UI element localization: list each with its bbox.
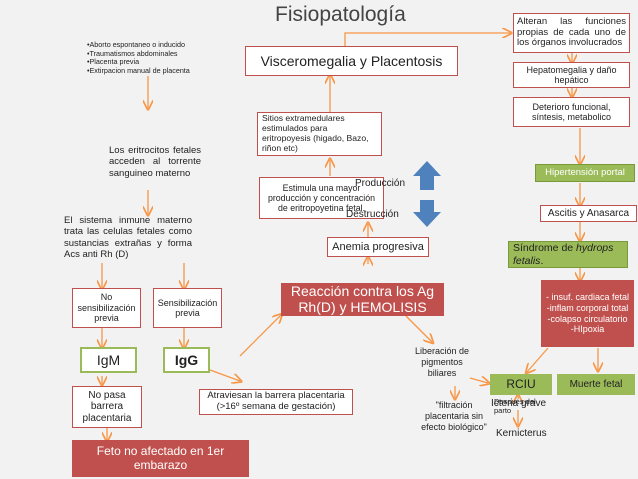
node-feto: Feto no afectado en 1er embarazo — [72, 440, 249, 477]
destruccion-down-icon — [413, 200, 441, 227]
node-sitios: Sitios extramedulares estimulados para e… — [257, 112, 382, 156]
node-ascitis: Ascitis y Anasarca — [540, 205, 637, 222]
arrow-atraviesan-reaccion — [239, 315, 281, 357]
node-sindrome: Síndrome de hydrops fetalis. — [508, 241, 628, 268]
insuf-item: - insuf. cardiaca fetal — [545, 291, 630, 302]
node-no-sensibilizacion: No sensibilización previa — [72, 288, 141, 328]
node-sensibilizacion: Sensibilización previa — [153, 288, 222, 328]
insuf-item: -inflam corporal total — [546, 302, 629, 313]
node-no-pasa: No pasa barrera placentaria — [72, 386, 142, 428]
cause-item: •Aborto espontaneo o inducido — [87, 40, 186, 49]
cause-item: •Traumatismos abdominales — [87, 48, 178, 58]
arrow-igg-atraviesan — [209, 369, 240, 381]
arrow-insuf-rciu — [527, 347, 549, 372]
node-igm: IgM — [80, 347, 137, 373]
node-eritrocitos: Los eritrocitos fetales acceden al torre… — [109, 145, 201, 179]
node-visceromegalia: Visceromegalia y Placentosis — [245, 46, 458, 76]
node-muerte: Muerte fetal — [557, 374, 635, 395]
node-reaccion: Reacción contra los Ag Rh(D) y HEMOLISIS — [281, 283, 444, 316]
insuf-item: -colapso circulatorio — [547, 313, 628, 324]
node-igg: IgG — [163, 347, 210, 373]
page-title: Fisiopatología — [275, 3, 406, 26]
cause-item: •Extirpacion manual de placenta — [87, 65, 190, 75]
arrow-visceromegalia-alteran — [344, 33, 510, 47]
node-ictericia: Icteria grave — [491, 398, 547, 409]
node-anemia: Anemia progresiva — [327, 237, 429, 257]
node-rciu: RCIU — [490, 374, 552, 395]
label-despues: Después del parto — [494, 397, 536, 415]
insuf-item: -HIpoxia — [570, 324, 605, 335]
node-hipertension: Hipertensión portal — [535, 164, 635, 182]
arrow-reaccion-liberacion — [405, 315, 432, 342]
sindrome-italic: hydrops fetalis — [513, 242, 614, 267]
node-alteran: Alteran las funciones propias de cada un… — [513, 13, 630, 53]
node-liberacion: Liberación de pigmentos biliares — [414, 346, 470, 378]
node-hepatomegalia: Hepatomegalia y daño hepático — [513, 62, 630, 88]
node-kernicterus: Kernicterus — [496, 428, 547, 439]
node-insuf: - insuf. cardiaca fetal -inflam corporal… — [541, 280, 634, 347]
node-sistema: El sistema inmune materno trata las celu… — [64, 215, 192, 261]
label-produccion: Producción — [355, 178, 406, 189]
node-estimula: Estimula una mayor producción y concentr… — [259, 177, 384, 219]
causes-list: •Aborto espontaneo o inducido •Traumatis… — [87, 40, 207, 76]
node-atraviesan: Atraviesan la barrera placentaria (>16º … — [199, 389, 353, 415]
sindrome-text: Síndrome de — [513, 242, 577, 255]
cause-item: •Placenta previa — [87, 57, 140, 67]
node-filtracion: "filtración placentaria sin efecto bioló… — [421, 400, 487, 432]
node-deterioro: Deterioro funcional, síntesis, metabolic… — [513, 97, 630, 127]
produccion-up-icon — [413, 161, 441, 190]
sindrome-end: . — [540, 254, 544, 267]
label-destruccion: Destrucción — [346, 209, 399, 220]
arrow-liberacion-rciu — [469, 378, 488, 383]
